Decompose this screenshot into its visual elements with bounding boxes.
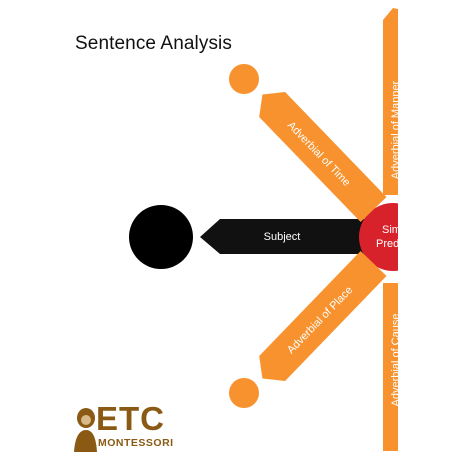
subject-label: Subject <box>264 231 301 243</box>
subject-arrow <box>200 219 368 254</box>
predicate-label-line1: Sim <box>382 224 401 236</box>
place-circle <box>229 378 259 408</box>
time-circle <box>229 64 259 94</box>
page-title: Sentence Analysis <box>75 33 232 54</box>
founder-portrait-icon <box>74 408 97 452</box>
predicate-label-line2: Pred <box>376 238 399 250</box>
logo-subtext: MONTESSORI <box>98 437 174 449</box>
subject-circle <box>129 205 193 269</box>
place-arrow <box>259 250 387 381</box>
time-arrow <box>259 92 387 223</box>
etc-montessori-logo: ETC MONTESSORI <box>72 400 192 454</box>
logo-text: ETC <box>96 400 165 437</box>
right-edge-mask <box>398 0 474 474</box>
